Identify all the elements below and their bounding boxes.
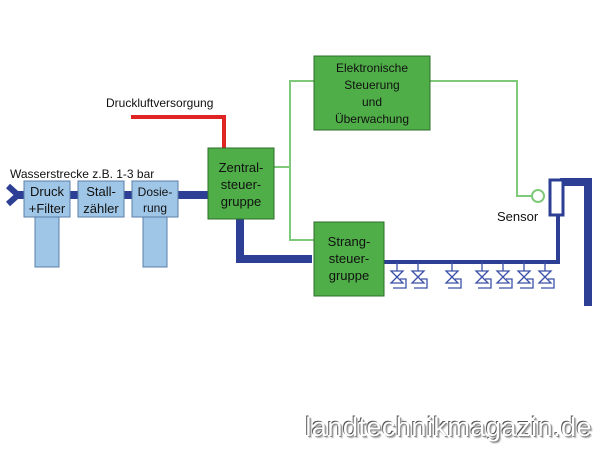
svg-text:gruppe: gruppe	[329, 268, 369, 283]
svg-text:und: und	[362, 95, 382, 109]
air-supply-line	[131, 115, 226, 148]
line-control-box: Strang- steuer- gruppe	[313, 221, 385, 297]
svg-text:Druck: Druck	[30, 184, 64, 199]
water-pipe-line	[384, 215, 560, 264]
svg-text:Zentral-: Zentral-	[219, 160, 264, 175]
control-line-to-electronic	[274, 80, 314, 168]
water-inlet-icon	[5, 183, 23, 207]
water-pipe-return	[560, 178, 592, 306]
svg-text:Stall-: Stall-	[86, 184, 116, 199]
electronic-control-box: Elektronische Steuerung und Überwachung	[313, 55, 431, 131]
water-line-label: Wasserstrecke z.B. 1-3 bar	[10, 167, 154, 181]
drinker-valve-icon	[389, 262, 407, 289]
svg-text:Elektronische: Elektronische	[336, 61, 408, 75]
svg-text:steuer-: steuer-	[221, 177, 261, 192]
control-line-to-line-group	[289, 167, 314, 241]
watermark: landtechnikmagazin.de	[305, 412, 592, 442]
svg-text:steuer-: steuer-	[329, 251, 369, 266]
svg-text:Steuerung: Steuerung	[344, 78, 399, 92]
drinker-valve-icon	[516, 262, 534, 289]
pressure-filter-box: Druck +Filter	[23, 180, 71, 268]
central-control-box: Zentral- steuer- gruppe	[207, 147, 275, 220]
svg-text:zähler: zähler	[83, 201, 119, 216]
svg-text:Überwachung: Überwachung	[335, 112, 409, 126]
dosing-box: Dosie- rung	[131, 180, 179, 268]
stall-meter-box: Stall- zähler	[77, 180, 125, 218]
svg-text:gruppe: gruppe	[221, 194, 261, 209]
svg-text:+Filter: +Filter	[29, 201, 66, 216]
control-line-to-sensor	[430, 80, 532, 197]
sensor-label: Sensor	[497, 209, 539, 224]
svg-text:Dosie-: Dosie-	[138, 185, 173, 199]
sensor-connector-icon	[531, 189, 545, 203]
air-supply-label: Druckluftversorgung	[106, 96, 213, 110]
svg-text:rung: rung	[143, 201, 167, 215]
drinker-valve-icon	[474, 262, 492, 289]
drinker-valve-icon	[444, 262, 462, 289]
svg-text:Strang-: Strang-	[328, 234, 371, 249]
drinker-valve-icon	[495, 262, 513, 289]
drinker-valve-icon	[410, 262, 428, 289]
drinker-valve-icon	[537, 262, 555, 289]
sensor-icon	[548, 178, 565, 217]
water-pipe-central-to-line	[236, 219, 312, 263]
